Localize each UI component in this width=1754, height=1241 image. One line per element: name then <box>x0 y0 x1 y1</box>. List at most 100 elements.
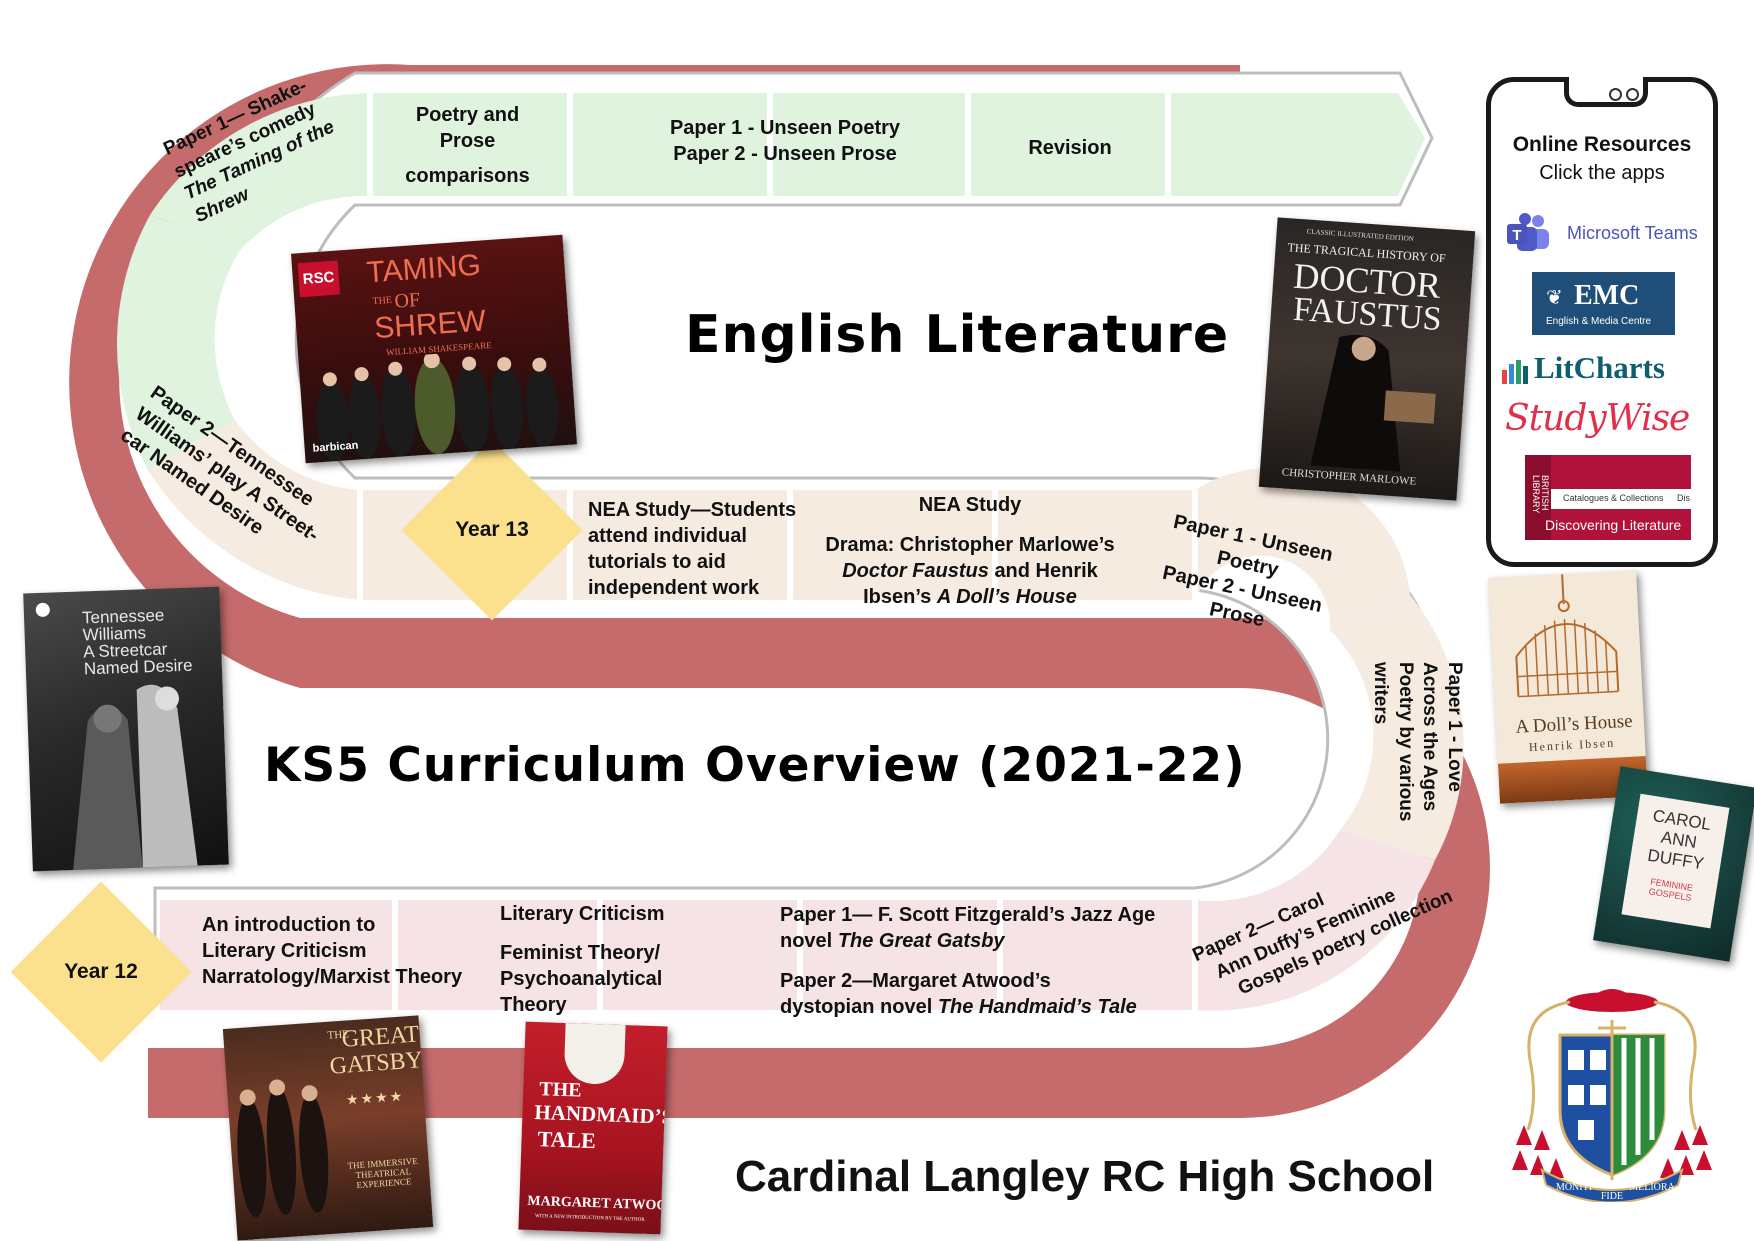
shrew-cover-the: THE <box>372 294 393 308</box>
handmaid-novel: dystopian novel <box>780 996 933 1018</box>
gatsby-stars: ★★★★ <box>345 1089 405 1109</box>
rsc-badge: RSC <box>297 260 340 298</box>
taming-of-the-shrew-poster: RSC TAMING THE OF SHREW WILLIAM SHAKESPE… <box>291 234 577 464</box>
duffy-title: FEMININE GOSPELS <box>1648 876 1694 903</box>
phone-camera-dot <box>1626 88 1639 101</box>
feminine-gospels-cover: CAROL ANN DUFFY FEMININE GOSPELS <box>1593 766 1754 962</box>
teams-label: Microsoft Teams <box>1567 223 1698 243</box>
faustus-edition-label: CLASSIC ILLUSTRATED EDITION <box>1306 227 1415 243</box>
bl-nav-bar: Catalogues & Collections Dis <box>1551 489 1691 509</box>
emc-app-link[interactable]: ❦ EMC English & Media Centre <box>1532 272 1675 335</box>
criticism-line-1: Feminist Theory/ <box>500 942 661 964</box>
bl-discovering-label: Discovering Literature <box>1545 517 1682 533</box>
gatsby-cast-figures <box>237 1079 329 1218</box>
criticism-line-3: Theory <box>500 994 567 1016</box>
nea-students-line-4: independent work <box>588 577 760 599</box>
emc-label: EMC <box>1574 280 1640 311</box>
handmaid-line-2: dystopian novel The Handmaid’s Tale <box>780 994 1137 1020</box>
penguin-logo <box>35 602 51 618</box>
british-library-app-link[interactable]: LIBRARY BRITISH Catalogues & Collections… <box>1525 455 1691 540</box>
gatsby-novel: novel <box>780 930 833 952</box>
lane-top <box>150 93 1425 250</box>
streetcar-author: Tennessee Williams <box>81 605 165 645</box>
bl-catalogues-label: Catalogues & Collections <box>1563 493 1664 503</box>
nea-students-line-2: attend individual <box>588 525 747 547</box>
svg-text:T: T <box>1512 227 1521 244</box>
love-poetry-line-4: writers <box>1369 662 1391 725</box>
emc-book-icon: ❦ <box>1546 287 1563 309</box>
year12-label: Year 12 <box>64 960 138 983</box>
shrew-cover-shrew: SHREW <box>373 304 487 346</box>
streetcar-cover: Tennessee Williams A Streetcar Named Des… <box>23 586 229 872</box>
nea-drama-line-2: Doctor Faustus and Henrik <box>790 558 1150 584</box>
teams-app-link[interactable]: T Microsoft Teams <box>1505 212 1705 256</box>
dolls-house-author: Henrik Ibsen <box>1528 735 1616 755</box>
intro-line-3: Narratology/Marxist Theory <box>202 966 463 988</box>
bl-british-label: BRITISH <box>1540 475 1550 511</box>
year13-label: Year 13 <box>455 518 529 541</box>
gatsby-title: The Great Gatsby <box>837 930 1005 952</box>
nea-drama-faustus: Doctor Faustus <box>842 560 989 582</box>
lane-middle-curve <box>1330 595 1464 860</box>
gatsby-cover-gatsby: GATSBY <box>328 1047 424 1080</box>
litcharts-bars-icon <box>1502 360 1528 384</box>
handmaid-cover-the: THE <box>538 1078 582 1102</box>
love-poetry-step: Paper 1 - Love Across the Ages Poetry by… <box>1367 662 1466 821</box>
teams-icon: T <box>1507 213 1549 251</box>
revision-step: Revision <box>1028 137 1112 159</box>
handmaid-line-1: Paper 2—Margaret Atwood’s <box>780 970 1051 992</box>
faustus-figure <box>1310 334 1436 472</box>
nea-drama-step: Drama: Christopher Marlowe’s Doctor Faus… <box>790 532 1150 610</box>
handmaids-tale-cover: THE HANDMAID’S TALE MARGARET ATWOOD WITH… <box>518 1021 668 1235</box>
studywise-label: StudyWise <box>1505 398 1690 439</box>
english-literature-title: English Literature <box>685 305 1230 365</box>
online-resources-heading: Online Resources <box>1512 133 1692 156</box>
online-resources-subheading: Click the apps <box>1539 162 1665 184</box>
nea-students-line-1: NEA Study—Students <box>588 499 797 521</box>
nea-students-step: NEA Study—Students attend individual tut… <box>588 497 796 601</box>
bl-dis-label: Dis <box>1677 493 1690 503</box>
crest-motto-3: MELIORA <box>1629 1182 1675 1193</box>
nea-drama-ibsen: and Henrik <box>994 560 1098 582</box>
poetry-prose-step: Poetry and Prose comparisons <box>385 102 550 189</box>
streetcar-figures <box>72 684 198 872</box>
phone-camera-dot <box>1609 88 1622 101</box>
nea-drama-line-3: Ibsen’s A Doll’s House <box>790 584 1150 610</box>
handmaid-cover-handmaids: HANDMAID’S <box>534 1099 668 1129</box>
crest-motto-2: FIDE <box>1601 1191 1623 1202</box>
handmaid-title: The Handmaid’s Tale <box>937 996 1137 1018</box>
handmaid-bonnet <box>563 1022 626 1086</box>
emc-sub-label: English & Media Centre <box>1546 316 1652 327</box>
intro-line-2: Literary Criticism <box>202 940 367 962</box>
litcharts-app-link[interactable]: LitCharts <box>1500 350 1715 390</box>
studywise-app-link[interactable]: StudyWise <box>1503 398 1713 444</box>
nea-heading: NEA Study <box>918 494 1022 516</box>
gatsby-subtitle: THE IMMERSIVE THEATRICAL EXPERIENCE <box>347 1155 418 1191</box>
ks5-overview-title: KS5 Curriculum Overview (2021-22) <box>264 738 1246 793</box>
streetcar-title: A Streetcar Named Desire <box>82 639 193 679</box>
unseen-top-line-2: Paper 2 - Unseen Prose <box>673 143 897 165</box>
poetry-prose-line-1: Poetry and <box>415 104 520 126</box>
love-poetry-line-1: Paper 1 - Love <box>1444 662 1465 792</box>
handmaid-step: Paper 2—Margaret Atwood’s dystopian nove… <box>780 968 1137 1020</box>
crest-motto-1: MONITI <box>1556 1182 1592 1193</box>
handmaid-cover-subtitle: WITH A NEW INTRODUCTION BY THE AUTHOR <box>534 1214 645 1223</box>
criticism-heading: Literary Criticism <box>500 903 665 925</box>
bl-stripe <box>1525 455 1551 540</box>
intro-criticism-step: An introduction to Literary Criticism Na… <box>202 912 462 990</box>
poetry-prose-line-3: comparisons <box>405 165 530 187</box>
unseen-top-step: Paper 1 - Unseen Poetry Paper 2 - Unseen… <box>640 115 930 167</box>
intro-line-1: An introduction to <box>202 914 376 936</box>
gatsby-line-1: Paper 1— F. Scott Fitzgerald’s Jazz Age <box>780 904 1156 926</box>
birdcage-icon <box>1515 574 1620 698</box>
gatsby-step: Paper 1— F. Scott Fitzgerald’s Jazz Age … <box>780 902 1155 954</box>
duffy-panel: CAROL ANN DUFFY FEMININE GOSPELS <box>1621 793 1730 929</box>
gatsby-line-2: novel The Great Gatsby <box>780 928 1155 954</box>
rsc-label: RSC <box>302 268 336 288</box>
unseen-top-line-1: Paper 1 - Unseen Poetry <box>669 117 901 139</box>
criticism-line-2: Psychoanalytical <box>500 968 663 990</box>
doctor-faustus-cover: CLASSIC ILLUSTRATED EDITION THE TRAGICAL… <box>1258 217 1476 501</box>
lane-top-curve <box>116 215 240 470</box>
shrew-cover-taming: TAMING <box>365 248 482 290</box>
nea-drama-dolls-house: A Doll’s House <box>936 586 1077 608</box>
